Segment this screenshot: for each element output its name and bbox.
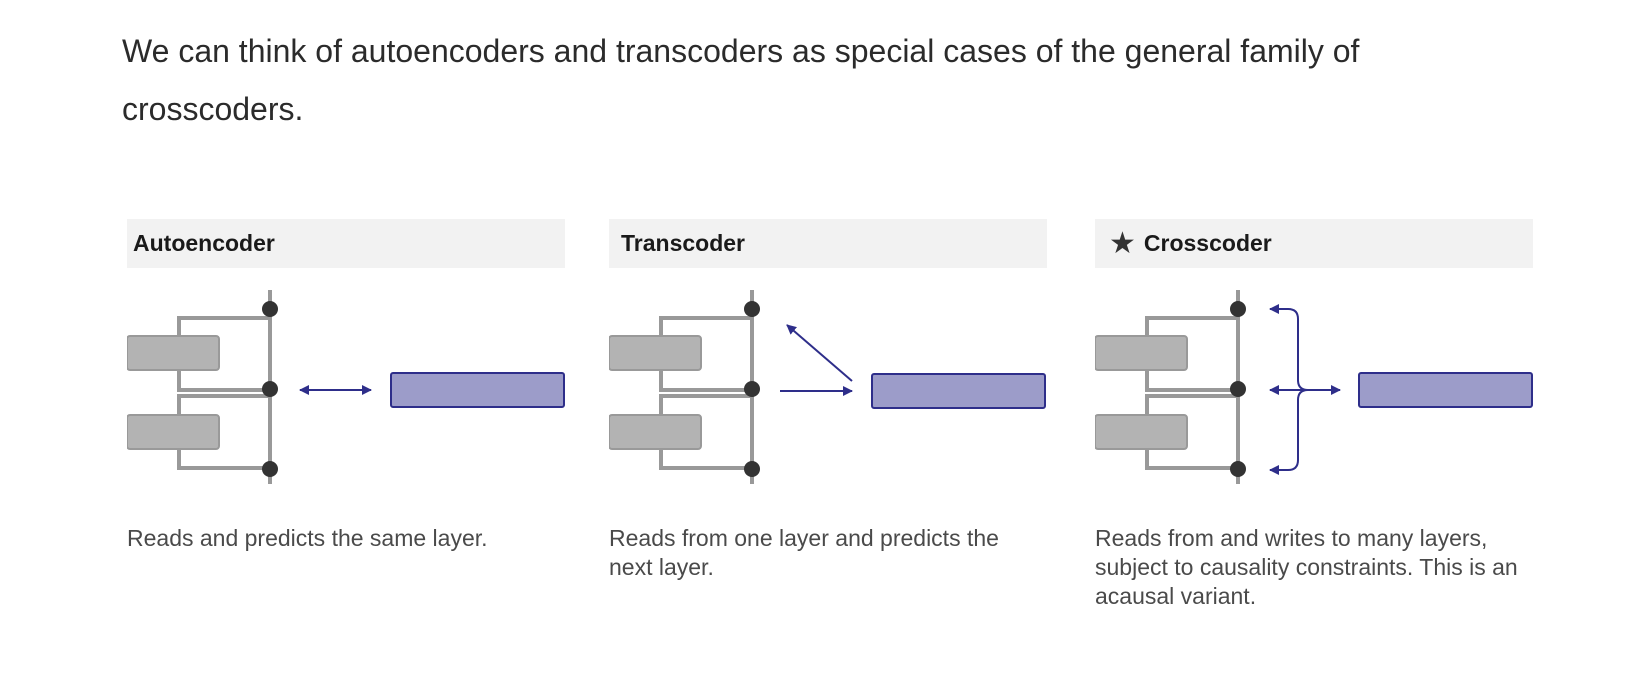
star-icon: ★ bbox=[1109, 226, 1136, 260]
crosscoder-caption: Reads from and writes to many layers, su… bbox=[1095, 525, 1518, 609]
layer-block bbox=[127, 414, 220, 450]
intro-paragraph: We can think of autoencoders and transco… bbox=[122, 33, 1360, 127]
feature-box bbox=[390, 372, 565, 408]
feature-box bbox=[871, 373, 1046, 409]
autoencoder-diagram bbox=[127, 290, 565, 484]
layer-block bbox=[609, 414, 702, 450]
model-layers bbox=[609, 290, 760, 484]
autoencoder-title: Autoencoder bbox=[133, 230, 275, 256]
crosscoder-diagram bbox=[1095, 290, 1533, 484]
model-layers bbox=[1095, 290, 1246, 484]
crosscoder-header: ★ Crosscoder bbox=[1095, 219, 1533, 268]
layer-block bbox=[609, 335, 702, 371]
transcoder-title: Transcoder bbox=[621, 230, 745, 256]
transcoder-caption: Reads from one layer and predicts the ne… bbox=[609, 525, 999, 580]
transcoder-panel: Transcoder Reads from one layer and pred… bbox=[609, 219, 1047, 582]
layer-node bbox=[1230, 461, 1246, 477]
layer-node bbox=[744, 301, 760, 317]
predict-arrow bbox=[786, 324, 853, 382]
brace-arrows bbox=[1269, 304, 1341, 475]
layer-node bbox=[1230, 381, 1246, 397]
autoencoder-header: Autoencoder bbox=[127, 219, 565, 268]
layer-block bbox=[127, 335, 220, 371]
crosscoder-panel: ★ Crosscoder Reads from and writes to ma… bbox=[1095, 219, 1533, 611]
layer-node bbox=[744, 381, 760, 397]
model-layers bbox=[127, 290, 278, 484]
layer-block bbox=[1095, 335, 1188, 371]
transcoder-diagram bbox=[609, 290, 1046, 484]
layer-node bbox=[744, 461, 760, 477]
layer-block bbox=[1095, 414, 1188, 450]
crosscoder-title: Crosscoder bbox=[1143, 230, 1272, 256]
layer-node bbox=[262, 461, 278, 477]
transcoder-header: Transcoder bbox=[609, 219, 1047, 268]
autoencoder-panel: Autoencoder Reads and predicts the same … bbox=[127, 219, 565, 553]
layer-node bbox=[1230, 301, 1246, 317]
layer-node bbox=[262, 301, 278, 317]
autoencoder-caption: Reads and predicts the same layer. bbox=[127, 525, 488, 551]
layer-node bbox=[262, 381, 278, 397]
feature-box bbox=[1358, 372, 1533, 408]
